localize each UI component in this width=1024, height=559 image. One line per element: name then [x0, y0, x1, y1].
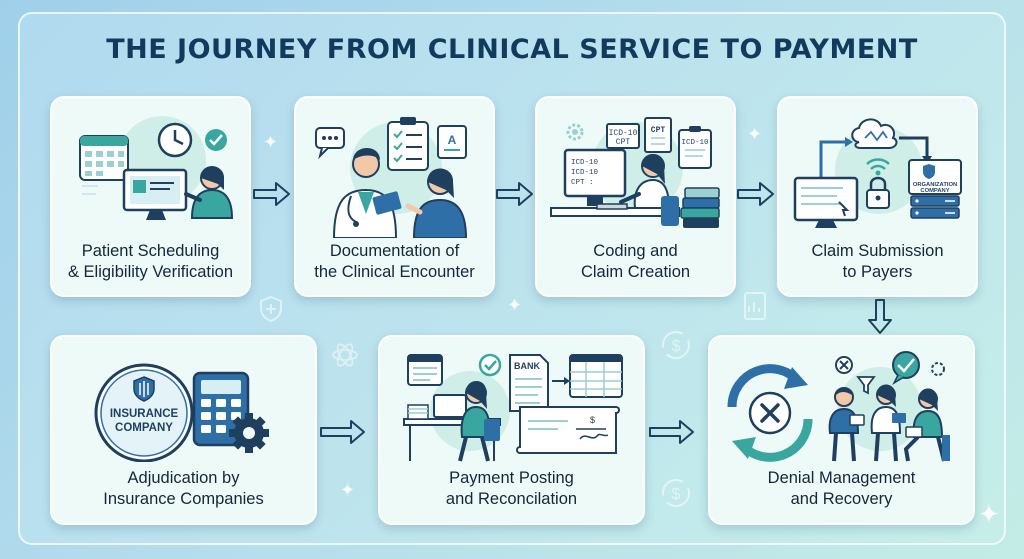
- atom-icon: [332, 343, 358, 367]
- sparkle-icon: ✦: [978, 499, 1000, 529]
- dollar-cycle-icon: $: [662, 331, 690, 359]
- svg-text:$: $: [590, 415, 595, 425]
- chat-check-icon: [892, 351, 920, 385]
- documentation-illustration: A: [315, 117, 468, 238]
- team-person-icon: [828, 387, 865, 462]
- step-card-coding: ICD-10 CPT CPT ICD-10 ICD-10 ICD-10 CPT …: [535, 96, 736, 297]
- speech-bubble-icon: [315, 127, 345, 160]
- bank-statement-icon: BANK: [509, 354, 549, 412]
- computer-monitor-icon: ICD-10 ICD-10 CPT :: [563, 148, 627, 206]
- document-chart-icon: [744, 292, 766, 320]
- coding-illustration: ICD-10 CPT CPT ICD-10 ICD-10 ICD-10 CPT …: [550, 117, 720, 228]
- check-badge-icon: [478, 353, 502, 377]
- check-badge-icon: [205, 129, 227, 151]
- step-label: Payment Posting and Reconcilation: [445, 469, 578, 508]
- svg-text:COMPANY: COMPANY: [115, 422, 173, 434]
- flow-arrow-right: [496, 182, 533, 206]
- calculator-icon: [192, 371, 250, 447]
- sparkle-icon: ✦: [747, 124, 763, 144]
- svg-text:CPT :: CPT :: [571, 179, 594, 187]
- clipboard-checklist-icon: [387, 117, 429, 171]
- flow-arrow-right: [737, 182, 774, 206]
- icd-clipboard-icon: ICD-10: [678, 126, 712, 169]
- step-card-denial-management: Denial Management and Recovery: [708, 335, 975, 525]
- svg-text:ICD-10: ICD-10: [571, 159, 599, 167]
- payment-posting-illustration: BANK: [403, 353, 623, 462]
- sparkle-icon: ✦: [340, 480, 356, 500]
- computer-monitor-icon: [433, 394, 467, 420]
- cloud-icon: [851, 118, 898, 149]
- computer-monitor-icon: [793, 176, 859, 228]
- scheduling-illustration: [79, 116, 234, 220]
- step-card-documentation: A Documentation of the Clinical Encounte…: [294, 96, 495, 297]
- svg-text:CPT: CPT: [616, 138, 631, 147]
- flow-arrow-down: [868, 299, 892, 334]
- insurance-company-seal-icon: INSURANCE COMPANY: [94, 363, 194, 462]
- sparkle-icon: ✦: [263, 132, 279, 152]
- step-card-claim-submission: ORGANIZATION COMPANY Claim Submission to…: [777, 96, 978, 297]
- patient-person-icon: [184, 166, 234, 219]
- team-person-icon: [870, 384, 906, 462]
- cpt-code-card-icon: CPT: [644, 117, 672, 153]
- calendar-icon: [407, 354, 443, 386]
- document-icon: A: [437, 125, 467, 159]
- svg-text:BANK: BANK: [514, 361, 540, 371]
- denial-management-illustration: [727, 351, 950, 462]
- refresh-cycle-icon: [727, 364, 813, 462]
- svg-text:COMPANY: COMPANY: [920, 188, 949, 194]
- gear-icon: [566, 123, 584, 141]
- svg-text:ICD-10: ICD-10: [571, 169, 599, 177]
- coder-person-icon: [619, 154, 679, 226]
- patient-person-icon: [405, 168, 468, 238]
- shield-icon: [260, 295, 282, 323]
- flow-arrow-right: [649, 420, 694, 444]
- paper-stack-icon: [407, 404, 429, 420]
- check-document-icon: $: [516, 406, 620, 454]
- svg-text:CPT: CPT: [651, 126, 666, 135]
- clock-icon: [157, 122, 193, 158]
- book-stack-icon: [680, 187, 720, 228]
- sparkle-icon: ✦: [507, 295, 523, 315]
- svg-text:ICD-10: ICD-10: [609, 129, 638, 138]
- step-card-payment-posting: BANK: [378, 335, 645, 525]
- computer-monitor-icon: [122, 168, 188, 220]
- organization-server-icon: ORGANIZATION COMPANY: [908, 159, 962, 219]
- step-label: Claim Submission to Payers: [811, 242, 944, 281]
- accountant-person-icon: [458, 381, 500, 462]
- svg-text:$: $: [672, 338, 681, 355]
- submission-illustration: ORGANIZATION COMPANY: [793, 118, 962, 228]
- step-label: Adjudication by Insurance Companies: [103, 469, 264, 508]
- spreadsheet-window-icon: [552, 354, 623, 398]
- denied-icon: [835, 356, 853, 374]
- dollar-cycle-icon: $: [662, 479, 690, 507]
- adjudication-illustration: INSURANCE COMPANY: [94, 363, 269, 462]
- step-label: Denial Management and Recovery: [767, 469, 916, 508]
- step-label: Coding and Claim Creation: [580, 242, 691, 281]
- flow-arrow-right: [253, 182, 290, 206]
- step-card-patient-scheduling: Patient Scheduling & Eligibility Verific…: [50, 96, 251, 297]
- gear-icon: [931, 362, 945, 376]
- icd-code-card-icon: ICD-10 CPT: [606, 123, 640, 149]
- svg-text:INSURANCE: INSURANCE: [110, 408, 179, 420]
- svg-text:A: A: [448, 133, 457, 147]
- wifi-icon: [866, 158, 890, 176]
- step-label: Documentation of the Clinical Encounter: [314, 242, 475, 281]
- team-person-icon: [903, 388, 950, 462]
- svg-text:ORGANIZATION: ORGANIZATION: [913, 182, 957, 188]
- doctor-icon: [332, 148, 402, 238]
- filter-icon: [856, 376, 876, 395]
- padlock-icon: [866, 176, 890, 209]
- svg-text:ICD-10: ICD-10: [681, 139, 709, 147]
- step-card-adjudication: INSURANCE COMPANY Adjudication by In: [50, 335, 317, 525]
- svg-text:$: $: [672, 486, 681, 503]
- step-label: Patient Scheduling & Eligibility Verific…: [67, 242, 234, 281]
- diagram-title: THE JOURNEY FROM CLINICAL SERVICE TO PAY…: [106, 34, 918, 65]
- calendar-icon: [79, 135, 129, 181]
- flow-arrow-right: [320, 420, 365, 444]
